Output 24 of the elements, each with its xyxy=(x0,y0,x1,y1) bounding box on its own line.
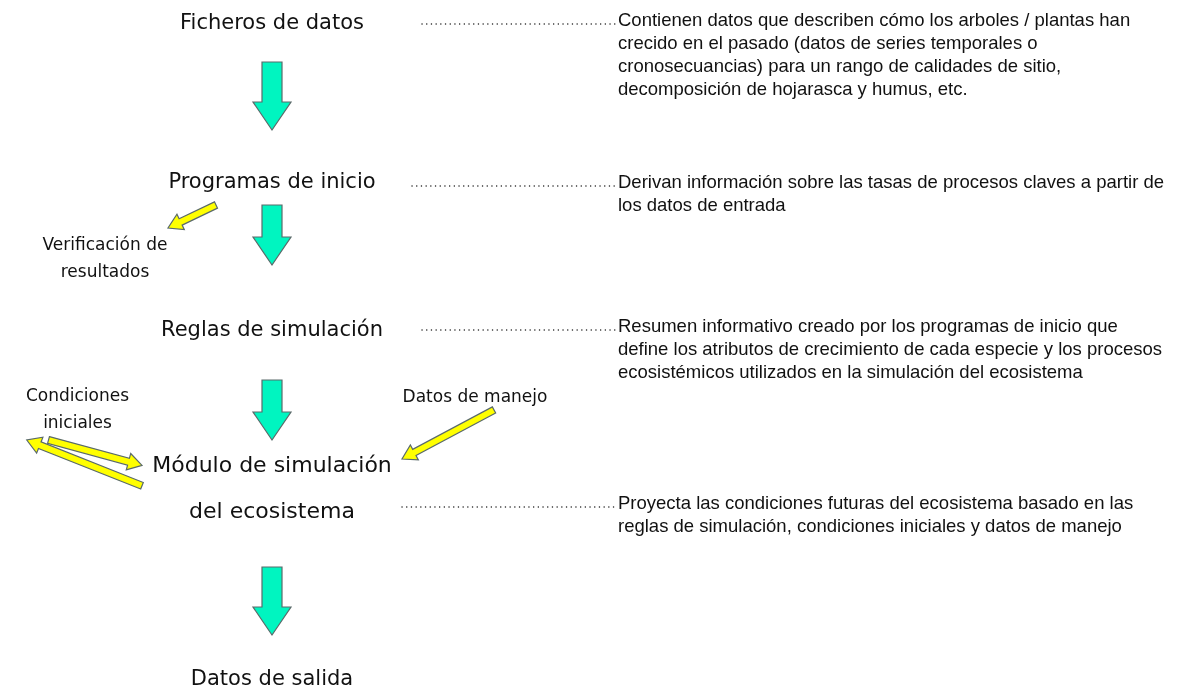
dotted-leader xyxy=(421,329,616,331)
step-label: Verificación de resultados xyxy=(41,233,169,283)
block-arrow xyxy=(251,379,293,442)
step-label: Datos de manejo xyxy=(402,385,548,407)
description-text: Resumen informativo creado por los programas de inicio que define los atributos de crecimiento de cada especie y los procesos ecosistémicos utilizados en la simulación del ecosistema xyxy=(618,314,1163,383)
dotted-leader xyxy=(401,506,616,508)
block-arrow xyxy=(251,566,293,637)
step-label: Datos de salida xyxy=(190,665,354,692)
step-label: Programas de inicio xyxy=(168,168,376,195)
step-label: Condiciones iniciales xyxy=(24,384,131,434)
block-arrow xyxy=(251,61,293,132)
block-arrow xyxy=(166,201,219,231)
block-arrow xyxy=(25,436,145,490)
description-text: Contienen datos que describen cómo los arboles / plantas han crecido en el pasado (datos de series temporales o cronosecuancias) para un rango de calidades de sitio, decomposición de hojarasca y humus, etc. xyxy=(618,8,1132,100)
step-label: Ficheros de datos xyxy=(180,9,364,36)
dotted-leader xyxy=(421,23,616,25)
block-arrow xyxy=(400,406,497,461)
dotted-leader xyxy=(411,185,616,187)
block-arrow xyxy=(251,204,293,267)
block-arrow xyxy=(46,435,144,471)
step-label: Módulo de simulación del ecosistema xyxy=(151,451,393,525)
step-label: Reglas de simulación xyxy=(161,316,383,343)
description-text: Proyecta las condiciones futuras del ecosistema basado en las reglas de simulación, condiciones iniciales y datos de manejo xyxy=(618,491,1135,537)
description-text: Derivan información sobre las tasas de procesos claves a partir de los datos de entrada xyxy=(618,170,1165,216)
